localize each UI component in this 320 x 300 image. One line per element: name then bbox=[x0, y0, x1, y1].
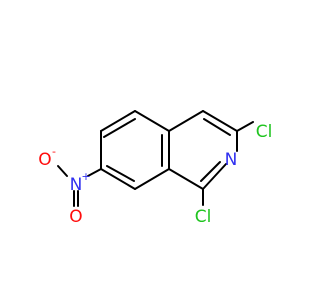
nitro-oxygen-bottom-atom: O bbox=[69, 207, 82, 227]
bond bbox=[168, 168, 204, 190]
bond bbox=[200, 161, 221, 182]
bond bbox=[87, 168, 102, 177]
chlorine-atom-bottom: Cl bbox=[195, 207, 212, 227]
bond bbox=[134, 168, 170, 190]
bond-lines bbox=[57, 110, 254, 207]
bond bbox=[203, 118, 231, 136]
bond bbox=[202, 110, 238, 132]
nitro-oxygen-left-charge: - bbox=[52, 145, 56, 158]
bond bbox=[100, 110, 136, 132]
bond bbox=[202, 163, 227, 190]
chlorine-atom-top: Cl bbox=[256, 122, 273, 142]
ring-nitrogen-atom: N bbox=[225, 150, 238, 170]
molecule-structure: Cl Cl N N + O - O bbox=[38, 110, 273, 227]
bond bbox=[168, 110, 204, 132]
nitro-nitrogen-charge: + bbox=[81, 170, 90, 183]
bond bbox=[57, 165, 68, 177]
bond bbox=[134, 110, 170, 132]
nitro-oxygen-left-atom: O bbox=[38, 150, 51, 170]
nitro-nitrogen-atom: N bbox=[70, 175, 83, 195]
bond bbox=[106, 165, 135, 182]
bond bbox=[100, 168, 136, 190]
bond bbox=[236, 121, 254, 132]
bond bbox=[103, 118, 136, 138]
